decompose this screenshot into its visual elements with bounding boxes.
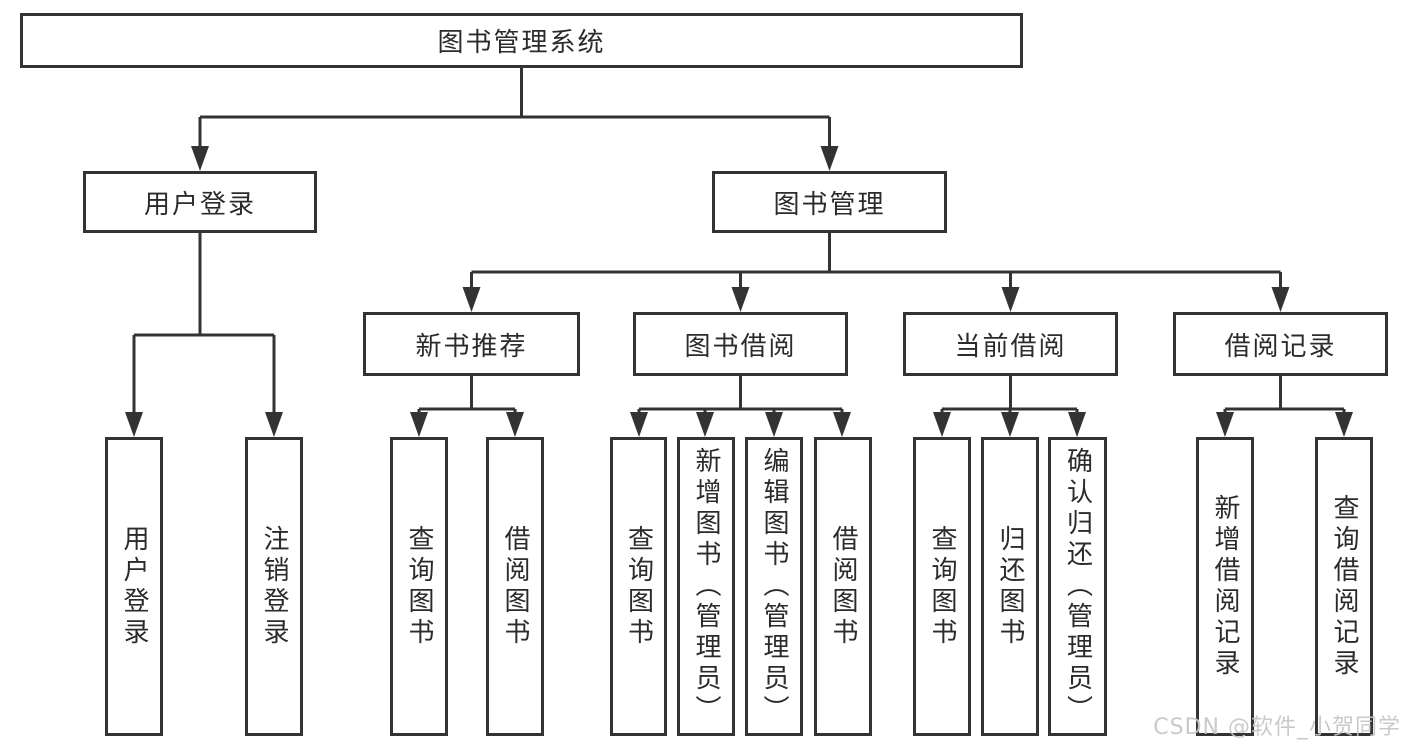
- connector-book-management-branch: [470, 233, 1282, 293]
- node-new-book-recommend: 新书推荐: [363, 312, 580, 376]
- leaf-confirm-return-admin-label: 确认归还（管理员）: [1062, 447, 1093, 726]
- leaf-return-book-label: 归还图书: [995, 524, 1025, 649]
- leaf-query-borrow-record: 查询借阅记录: [1315, 437, 1373, 736]
- leaf-add-borrow-record-label: 新增借阅记录: [1210, 493, 1240, 680]
- leaf-add-borrow-record: 新增借阅记录: [1196, 437, 1254, 736]
- leaf-return-book: 归还图书: [981, 437, 1039, 736]
- node-borrow-records: 借阅记录: [1173, 312, 1388, 376]
- node-book-borrow: 图书借阅: [633, 312, 848, 376]
- connector-root-to-level2: [198, 68, 831, 152]
- connector-book-borrow-branch: [637, 376, 844, 418]
- node-borrow-records-label: 借阅记录: [1224, 331, 1337, 362]
- arrowheads: [125, 146, 1353, 437]
- node-root: 图书管理系统: [20, 13, 1023, 68]
- node-current-borrow-label: 当前借阅: [954, 331, 1067, 362]
- leaf-query-books-recommend-label: 查询图书: [404, 524, 434, 649]
- leaf-user-login: 用户登录: [105, 437, 163, 736]
- leaf-query-books-borrow-label: 查询图书: [623, 524, 654, 649]
- node-root-label: 图书管理系统: [437, 28, 606, 58]
- node-new-book-recommend-label: 新书推荐: [415, 331, 528, 362]
- node-user-login: 用户登录: [83, 171, 317, 233]
- connector-current-borrow-branch: [940, 376, 1079, 418]
- leaf-borrow-books-recommend-label: 借阅图书: [500, 524, 530, 649]
- leaf-add-book-admin: 新增图书（管理员）: [677, 437, 735, 736]
- leaf-query-books-current-label: 查询图书: [927, 524, 957, 649]
- node-book-borrow-label: 图书借阅: [684, 331, 797, 362]
- connector-new-book-branch: [417, 376, 517, 418]
- leaf-query-books-borrow: 查询图书: [610, 437, 667, 736]
- leaf-edit-book-admin: 编辑图书（管理员）: [745, 437, 803, 736]
- leaf-edit-book-admin-label: 编辑图书（管理员）: [759, 447, 789, 726]
- csdn-watermark: CSDN @软件_小贺同学: [1153, 715, 1401, 740]
- leaf-borrow-books-recommend: 借阅图书: [486, 437, 544, 736]
- leaf-logout-label: 注销登录: [259, 524, 289, 649]
- node-book-management-label: 图书管理: [773, 189, 886, 220]
- leaf-query-books-current: 查询图书: [913, 437, 971, 736]
- leaf-confirm-return-admin: 确认归还（管理员）: [1048, 437, 1107, 736]
- leaf-user-login-label: 用户登录: [119, 524, 149, 649]
- leaf-add-book-admin-label: 新增图书（管理员）: [691, 447, 721, 726]
- leaf-query-borrow-record-label: 查询借阅记录: [1329, 493, 1359, 680]
- node-user-login-label: 用户登录: [143, 189, 256, 220]
- leaf-query-books-recommend: 查询图书: [390, 437, 448, 736]
- connector-borrow-records-branch: [1223, 376, 1346, 418]
- node-book-management: 图书管理: [712, 171, 947, 233]
- leaf-borrow-books-label: 借阅图书: [828, 524, 858, 649]
- connector-user-login-branch: [132, 233, 276, 418]
- leaf-borrow-books: 借阅图书: [814, 437, 872, 736]
- node-current-borrow: 当前借阅: [903, 312, 1118, 376]
- leaf-logout: 注销登录: [245, 437, 303, 736]
